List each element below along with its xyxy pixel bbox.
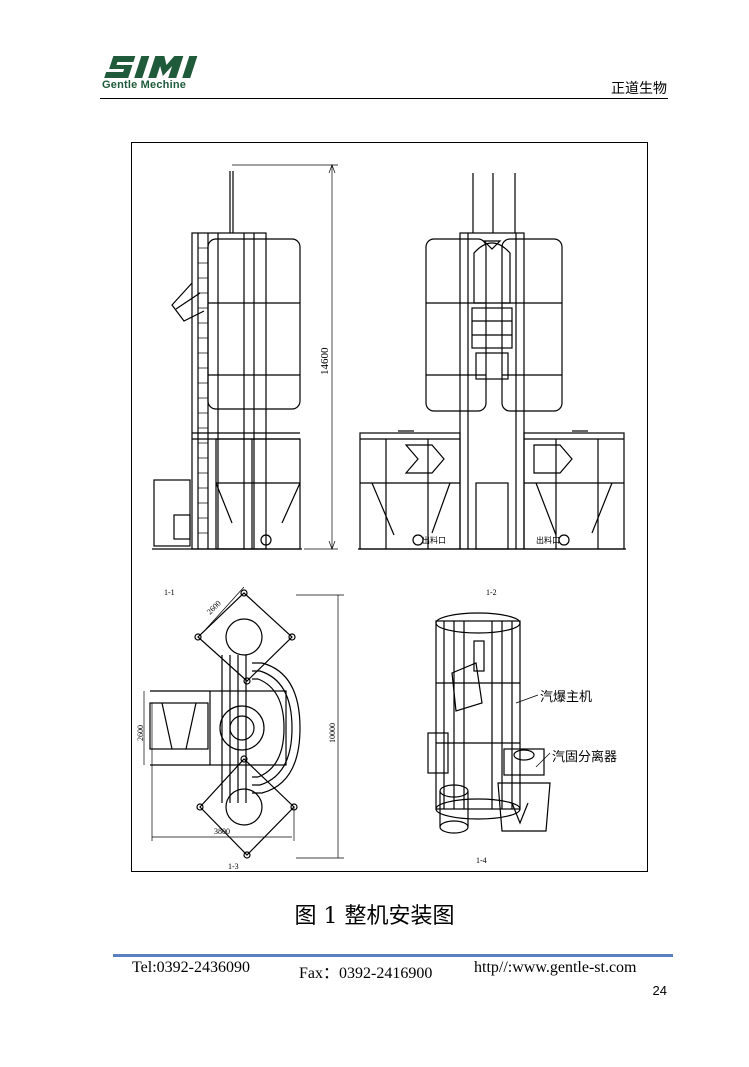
dim-14600: 14600: [319, 347, 331, 375]
view-label-1-1: 1-1: [164, 588, 175, 597]
outlet-label-right: 出料口: [536, 535, 560, 545]
company-logo: Gentle Mechine: [100, 54, 212, 94]
view-label-1-3: 1-3: [228, 862, 239, 871]
company-name: 正道生物: [611, 81, 667, 97]
view-label-1-2: 1-2: [486, 588, 497, 597]
footer-fax: Fax：0392-2416900: [299, 965, 433, 982]
page-number: 24: [652, 983, 667, 998]
view-isometric: [427, 612, 551, 834]
footer-divider: [113, 954, 673, 957]
footer-tel: Tel:0392-2436090: [132, 959, 250, 976]
figure-caption: 图 1 整机安装图: [294, 904, 455, 929]
view-front-elevation: [358, 173, 626, 550]
technical-drawing-svg: 14600 2600 2600 10000 3800 1-1 1-2 1-3 1…: [136, 164, 626, 871]
logo-subtitle: Gentle Mechine: [102, 79, 187, 91]
dim-2600-left: 2600: [136, 725, 145, 741]
view-side-elevation: [152, 164, 338, 550]
installation-drawing: 14600 2600 2600 10000 3800 1-1 1-2 1-3 1…: [131, 142, 648, 872]
dim-10000: 10000: [328, 723, 337, 743]
callout-separator: 汽固分离器: [552, 749, 617, 765]
view-plan: [143, 586, 344, 859]
view-label-1-4: 1-4: [476, 856, 487, 865]
dim-3800: 3800: [214, 827, 230, 836]
simi-logo-icon: [104, 56, 198, 78]
outlet-label-left: 出料口: [422, 535, 446, 545]
footer-website[interactable]: http//:www.gentle-st.com: [474, 959, 637, 976]
header-divider: [100, 98, 668, 99]
callout-main-unit: 汽爆主机: [540, 690, 592, 705]
